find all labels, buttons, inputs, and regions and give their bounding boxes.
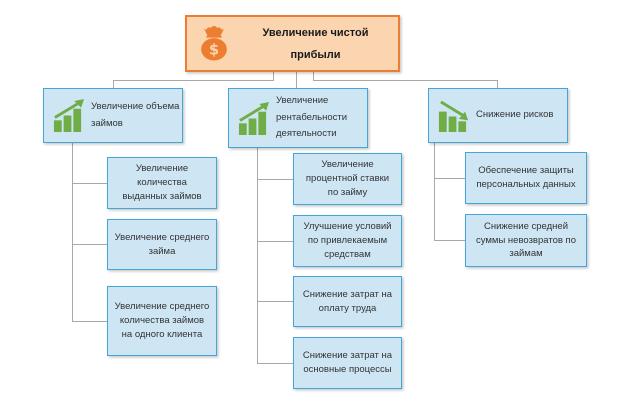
svg-text:$: $ — [209, 41, 219, 58]
child-node-label: Увеличение процентной ставки по займу — [305, 159, 390, 198]
child-node: Снижение средней суммы невозвратов по за… — [465, 214, 587, 267]
child-node-label: Снижение средней суммы невозвратов по за… — [476, 220, 576, 260]
connector-line — [296, 72, 297, 88]
connector-line — [257, 301, 293, 302]
connector-line — [257, 363, 293, 364]
child-node-label: Снижение затрат на основные процессы — [302, 350, 393, 375]
connector-line — [313, 72, 314, 81]
branch-label: Увеличение объема займов — [91, 100, 180, 129]
branch-label: Снижение рисков — [476, 109, 554, 121]
growth-chart-icon — [52, 99, 85, 132]
child-node: Улучшение условий по привлекаемым средст… — [293, 215, 402, 267]
branch-label: Увеличение рентабельности деятельности — [276, 95, 348, 140]
connector-line — [257, 148, 258, 363]
connector-line — [497, 80, 498, 88]
root-node-net-profit: $ Увеличение чистой прибыли — [185, 15, 400, 72]
connector-line — [72, 143, 73, 321]
child-node: Увеличение процентной ставки по займу — [293, 153, 402, 205]
money-bag-icon: $ — [195, 25, 233, 63]
child-node-label: Увеличение количества выданных займов — [122, 163, 202, 202]
branch-node-risk-reduction: Снижение рисков — [428, 88, 568, 143]
connector-line — [434, 240, 465, 241]
child-node: Снижение затрат на основные процессы — [293, 337, 402, 389]
root-node-label: Увеличение чистой прибыли — [262, 26, 369, 61]
child-node-label: Увеличение среднего количества займов на… — [114, 301, 210, 340]
child-node: Увеличение среднего количества займов на… — [107, 286, 217, 356]
decline-chart-icon — [437, 99, 470, 132]
connector-line — [72, 321, 107, 322]
connector-line — [257, 179, 293, 180]
growth-chart-icon — [237, 101, 270, 135]
child-node: Увеличение количества выданных займов — [107, 157, 217, 209]
branch-node-profitability: Увеличение рентабельности деятельности — [228, 88, 368, 148]
child-node-label: Снижение затрат на оплату труда — [302, 288, 393, 314]
branch-node-loan-volume: Увеличение объема займов — [43, 88, 183, 143]
child-node: Обеспечение защиты персональных данных — [465, 152, 587, 204]
connector-line — [434, 178, 465, 179]
child-node-label: Увеличение среднего займа — [114, 231, 210, 257]
connector-line — [257, 241, 293, 242]
child-node-label: Обеспечение защиты персональных данных — [476, 165, 576, 190]
connector-line — [273, 72, 274, 81]
connector-line — [72, 183, 107, 184]
child-node: Увеличение среднего займа — [107, 219, 217, 270]
child-node: Снижение затрат на оплату труда — [293, 276, 402, 327]
child-node-label: Улучшение условий по привлекаемым средст… — [303, 221, 392, 260]
connector-line — [113, 80, 274, 81]
connector-line — [113, 80, 114, 88]
connector-line — [72, 244, 107, 245]
connector-line — [313, 80, 498, 81]
connector-line — [434, 143, 435, 241]
